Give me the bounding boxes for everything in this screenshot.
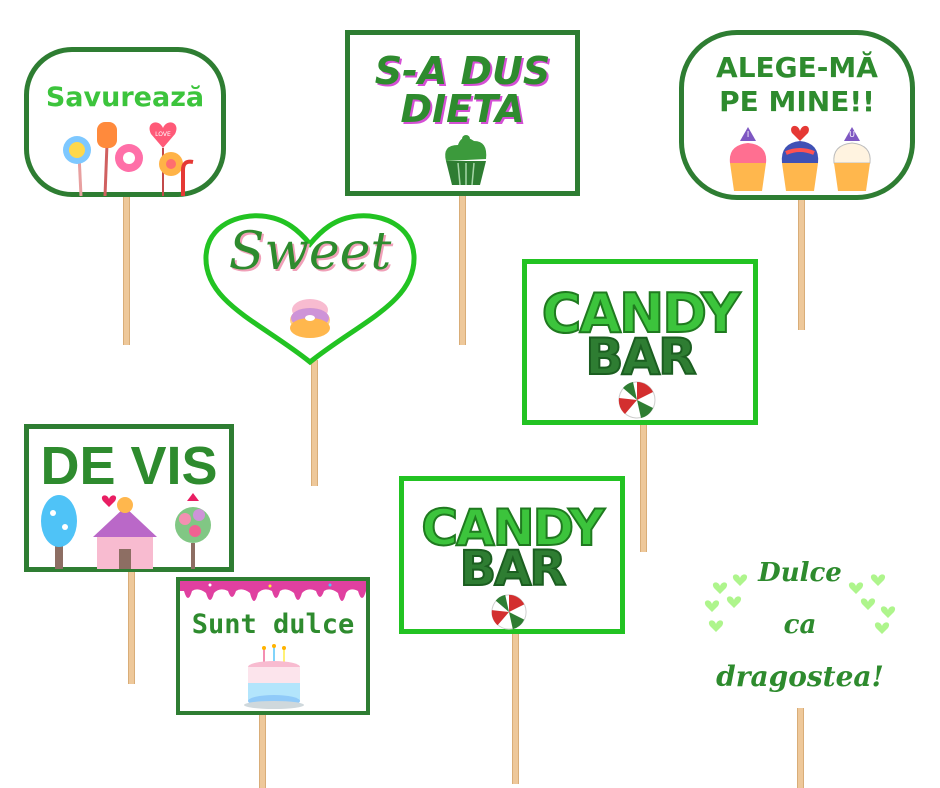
savureaza-text: Savurează [45,82,205,113]
dulce-line1: Dulce [758,558,842,588]
lollipops-illustration: LOVE [63,122,194,196]
candy-bar-2-line1: CANDY [420,498,605,558]
sign-alege-ma: ALEGE-MĂ PE MINE!! I U [679,30,915,200]
stick-alege [798,198,805,330]
pink-drip-decoration [180,581,366,601]
sign-sweet [203,213,417,366]
stick-sunt-dulce [259,714,266,788]
sign-candy-bar-1: CANDY BAR [522,259,758,425]
dulce-line3: dragostea! [716,660,884,693]
stick-dulce-ca [797,708,804,788]
candy-bar-2-line2: BAR [459,540,568,598]
sign-sa-dus-dieta: S-A DUS DIETA [345,30,580,196]
stick-candy-1 [640,422,647,552]
candyland-illustration [41,493,211,569]
lollipop-label: LOVE [155,131,171,138]
alege-line2: PE MINE!! [719,85,875,118]
sign-sunt-dulce: Sunt dulce [176,577,370,715]
cupcake-letter-1: I [747,130,749,139]
sign-de-vis: DE VIS [24,424,234,572]
dieta-line2: DIETA [400,87,525,131]
stick-sweet [311,360,318,486]
sign-candy-bar-2: CANDY BAR [399,476,625,634]
candy-bar-1-line2: BAR [584,327,697,387]
dieta-line1: S-A DUS [374,49,551,93]
cupcake-letter-3: U [849,130,855,139]
donut-icon [290,299,330,338]
sign-savureaza: Savurează LOVE [24,47,226,197]
cupcake-icon [445,135,487,186]
sign-dulce-ca-dragostea: Dulce ca dragostea! [700,552,900,708]
stick-devis [128,570,135,684]
cupcakes-illustration: I U [729,125,871,191]
birthday-cake-icon [244,644,304,709]
alege-line1: ALEGE-MĂ [716,51,878,84]
stick-savureaza [123,195,130,345]
hearts-decoration [704,574,896,634]
candy-bar-1-line1: CANDY [541,281,742,346]
stick-candy-2 [512,632,519,784]
sunt-dulce-text: Sunt dulce [191,609,355,640]
peppermint-icon [618,381,656,419]
sweet-text: Sweet [228,222,392,282]
stick-dieta [459,193,466,345]
dulce-line2: ca [783,610,817,640]
peppermint-icon-2 [491,594,527,630]
de-vis-text: DE VIS [40,436,218,496]
